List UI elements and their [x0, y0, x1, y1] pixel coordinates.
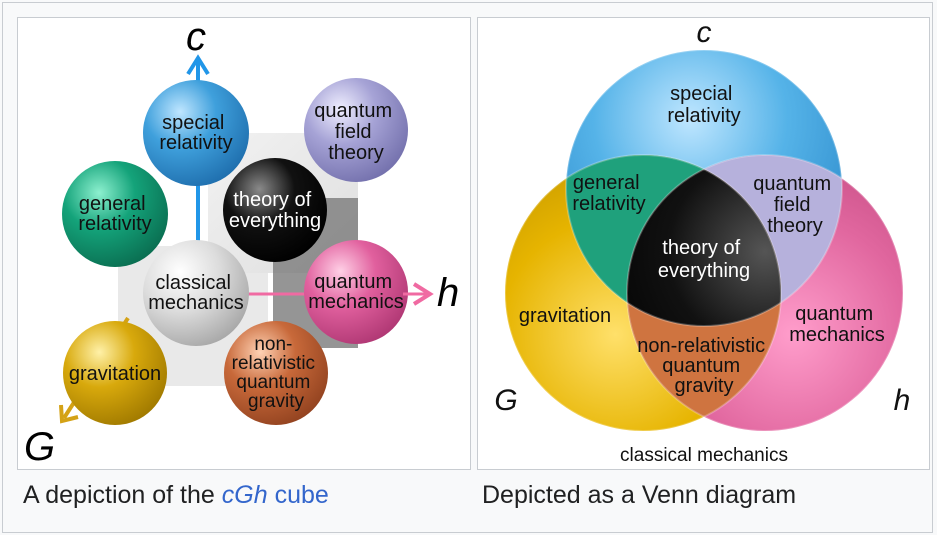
venn-label-quantum-field-theory: quantum field theory [753, 173, 836, 237]
sphere-theory-of-everything: theory of everything [223, 158, 327, 262]
venn-label-gravitation: gravitation [519, 305, 611, 327]
venn-diagram-panel[interactable]: c G h special relativity general relativ… [477, 17, 930, 470]
venn-label-quantum-mechanics: quantum mechanics [789, 303, 885, 346]
cube-caption-text: A depiction of the [23, 481, 222, 509]
sphere-special-relativity: special relativity [143, 80, 249, 186]
svg-text:general relativity: general relativity [78, 193, 151, 235]
svg-text:special relativity: special relativity [159, 112, 232, 154]
svg-text:gravitation: gravitation [69, 363, 161, 385]
sphere-non-relativistic-quantum-gravity: non- relativistic quantum gravity [224, 321, 328, 425]
venn-label-general-relativity: general relativity [572, 172, 645, 215]
cgh-cube-image: c h G special relativity quantum field t… [24, 18, 459, 469]
venn-c-label: c [697, 18, 712, 49]
svg-text:quantum mechanics: quantum mechanics [308, 271, 404, 313]
venn-region-c-G-h [627, 155, 781, 326]
venn-caption: Depicted as a Venn diagram [482, 481, 797, 509]
G-axis-arrowhead [59, 404, 79, 424]
cube-h-label: h [437, 271, 459, 315]
svg-text:theory of everything: theory of everything [229, 189, 321, 232]
cube-c-label: c [186, 18, 206, 59]
venn-G-label: G [494, 384, 517, 417]
venn-diagram-image: c G h special relativity general relativ… [494, 18, 911, 466]
sphere-general-relativity: general relativity [62, 161, 168, 267]
venn-label-classical-mechanics: classical mechanics [620, 445, 788, 466]
c-axis-arrowhead [186, 54, 210, 76]
h-axis-arrowhead [412, 282, 434, 306]
sphere-classical-mechanics: classical mechanics [143, 240, 249, 346]
cube-caption: A depiction of the cGh cube [23, 481, 329, 510]
cube-G-label: G [24, 425, 55, 469]
venn-h-label: h [894, 384, 911, 417]
venn-label-theory-of-everything: theory of everything [658, 237, 750, 282]
svg-text:non- relativistic: non- relativistic quantum gravity [232, 334, 321, 412]
svg-text:quantum field: quantum field theory [314, 100, 397, 164]
sphere-quantum-mechanics: quantum mechanics [304, 240, 408, 344]
cgh-cube-panel[interactable]: c h G special relativity quantum field t… [17, 17, 471, 470]
venn-label-non-relativistic-quantum-gravity: non-relativistic quantum gravity [637, 335, 770, 397]
sphere-gravitation: gravitation [63, 321, 167, 425]
svg-text:classical mechanics: classical mechanics [148, 272, 244, 314]
venn-label-special-relativity: special relativity [667, 83, 740, 127]
cgh-cube-link-italic: cGh [221, 481, 268, 509]
cgh-cube-link-rest: cube [267, 481, 329, 509]
sphere-quantum-field-theory: quantum field theory [304, 78, 408, 182]
cgh-cube-link[interactable]: cGh cube [222, 481, 329, 509]
